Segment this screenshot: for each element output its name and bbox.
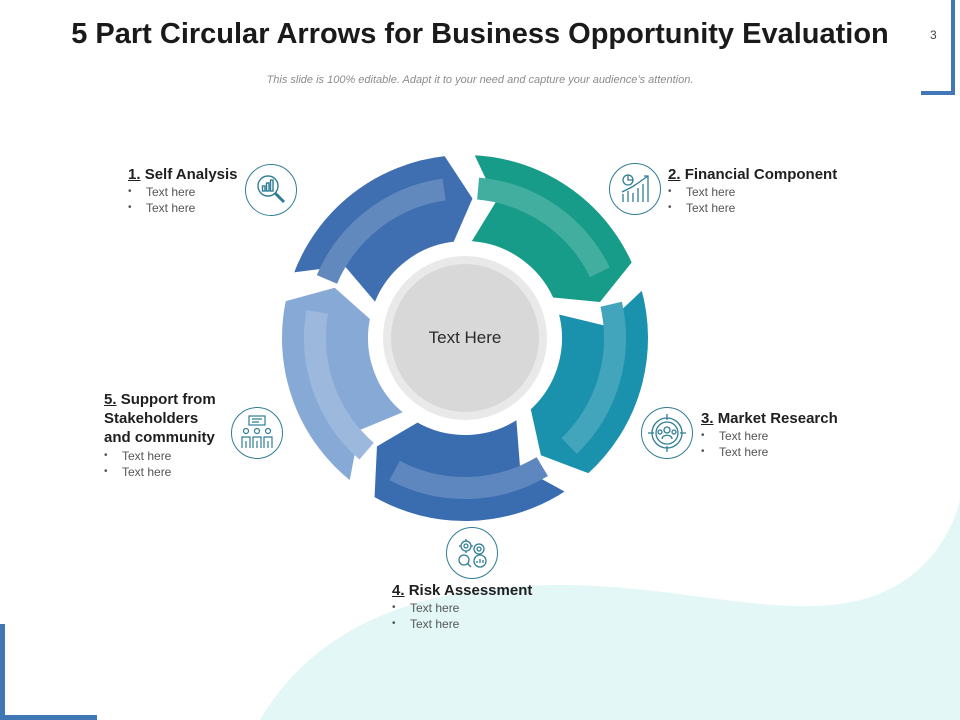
slide-title: 5 Part Circular Arrows for Business Oppo…	[71, 18, 889, 50]
arrow-segment-5-highlight	[304, 310, 374, 460]
center-circle	[383, 256, 547, 420]
bullet-item: Text here	[701, 428, 768, 444]
arrow-segment-3-highlight	[561, 301, 626, 454]
step-4-title: 4. Risk Assessment	[392, 581, 532, 600]
step-5-title-line-3: and community	[104, 429, 215, 446]
bullet-item: Text here	[128, 200, 195, 216]
team-presentation-icon	[231, 407, 283, 459]
financial-chart-icon	[609, 163, 661, 215]
step-2-title: 2. Financial Component	[668, 165, 837, 184]
bullet-item: Text here	[104, 448, 171, 464]
step-3-title: 3. Market Research	[701, 409, 838, 428]
bullet-item: Text here	[392, 616, 459, 632]
page-number: 3	[930, 28, 937, 42]
corner-accent-bottom-left	[0, 624, 97, 720]
step-1-title-text: Self Analysis	[144, 166, 238, 183]
step-1-bullets: Text here Text here	[128, 184, 195, 216]
step-3-bullets: Text here Text here	[701, 428, 768, 460]
step-5-title: 5. Support from Stakeholders and communi…	[104, 390, 216, 447]
slide-subtitle: This slide is 100% editable. Adapt it to…	[266, 74, 694, 86]
step-3-title-text: Market Research	[717, 410, 838, 427]
gears-icon	[446, 527, 498, 579]
bullet-item: Text here	[701, 444, 768, 460]
corner-accent-top-right	[921, 0, 955, 95]
arrow-segment-4-highlight	[389, 457, 548, 499]
search-analysis-icon	[245, 164, 297, 216]
step-1-title: 1. Self Analysis	[128, 165, 238, 184]
arrow-segment-2-highlight	[476, 177, 610, 278]
step-1-number: 1.	[128, 166, 141, 183]
bullet-item: Text here	[668, 184, 735, 200]
bullet-item: Text here	[104, 464, 171, 480]
center-label: Text Here	[429, 328, 502, 347]
bullet-item: Text here	[392, 600, 459, 616]
step-3-number: 3.	[701, 410, 714, 427]
arrow-segment-1-highlight	[316, 178, 446, 284]
bullet-item: Text here	[128, 184, 195, 200]
step-2-bullets: Text here Text here	[668, 184, 735, 216]
step-4-title-text: Risk Assessment	[408, 582, 533, 599]
step-5-title-line-1: Support from	[120, 391, 216, 408]
step-2-title-text: Financial Component	[684, 166, 838, 183]
step-5-number: 5.	[104, 391, 117, 408]
step-4-number: 4.	[392, 582, 405, 599]
bullet-item: Text here	[668, 200, 735, 216]
target-audience-icon	[641, 407, 693, 459]
arrow-segment-4	[370, 413, 573, 525]
step-5-bullets: Text here Text here	[104, 448, 171, 480]
step-4-bullets: Text here Text here	[392, 600, 459, 632]
step-2-number: 2.	[668, 166, 681, 183]
step-5-title-line-2: Stakeholders	[104, 410, 199, 427]
